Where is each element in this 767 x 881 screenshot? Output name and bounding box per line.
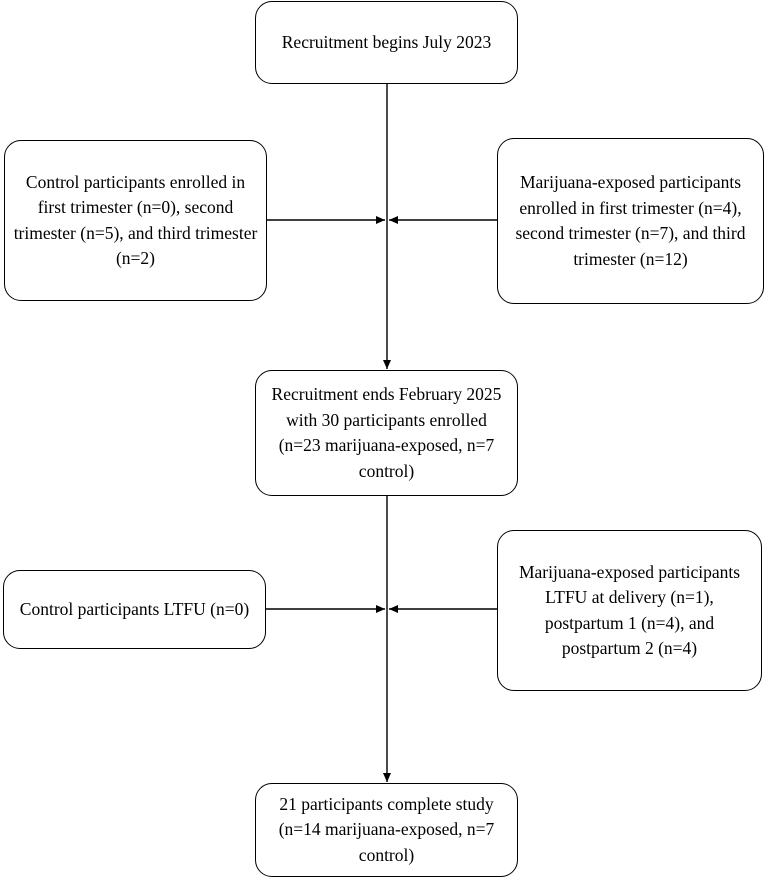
control-enrolled-text: Control participants enrolled in first t…: [13, 171, 258, 269]
marijuana-enrolled-box: Marijuana-exposed participants enrolled …: [497, 138, 764, 304]
recruitment-ends-box: Recruitment ends February 2025 with 30 p…: [255, 370, 518, 496]
recruitment-begins-text: Recruitment begins July 2023: [281, 31, 492, 52]
study-complete-text: 21 participants complete study (n=14 mar…: [278, 793, 495, 865]
control-enrolled-box: Control participants enrolled in first t…: [4, 140, 267, 301]
control-ltfu-text: Control participants LTFU (n=0): [19, 598, 250, 619]
marijuana-ltfu-text: Marijuana-exposed participants LTFU at d…: [518, 561, 741, 659]
study-complete-box: 21 participants complete study (n=14 mar…: [255, 783, 518, 877]
recruitment-begins-box: Recruitment begins July 2023: [255, 1, 518, 84]
marijuana-ltfu-box: Marijuana-exposed participants LTFU at d…: [497, 530, 762, 691]
recruitment-ends-text: Recruitment ends February 2025 with 30 p…: [271, 384, 502, 481]
control-ltfu-box: Control participants LTFU (n=0): [3, 570, 266, 649]
marijuana-enrolled-text: Marijuana-exposed participants enrolled …: [515, 172, 746, 269]
